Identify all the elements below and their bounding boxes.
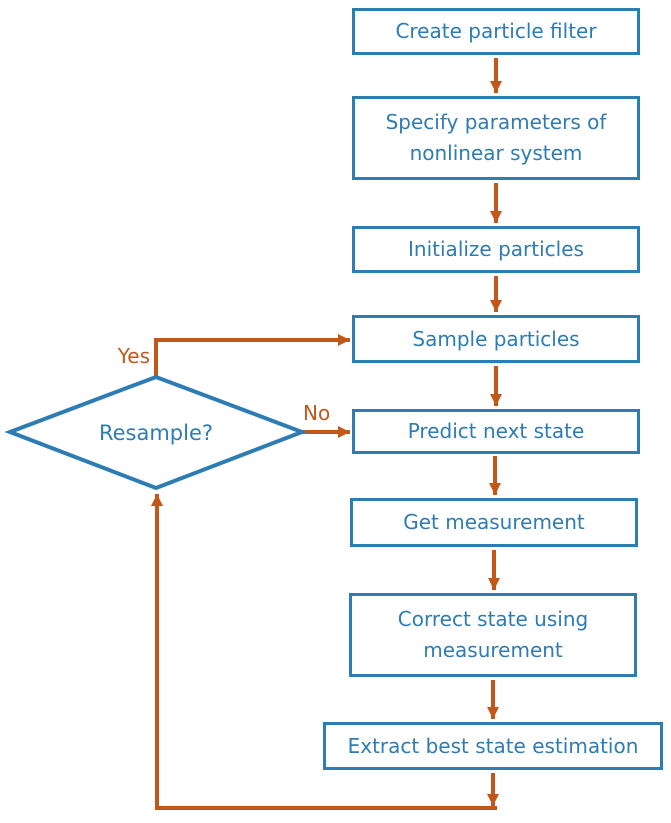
flow-step-initialize-particles: Initialize particles xyxy=(352,226,640,273)
flow-step-label: Specify parameters of nonlinear system xyxy=(385,110,607,165)
flow-step-create-particle-filter: Create particle filter xyxy=(352,8,640,55)
flow-step-label: Initialize particles xyxy=(408,237,584,261)
edge-label-yes: Yes xyxy=(117,344,150,368)
diamond-shape xyxy=(4,374,308,491)
edge-label-no: No xyxy=(303,401,331,425)
yes-arrow xyxy=(154,334,350,378)
flow-step-extract-best-state: Extract best state estimation xyxy=(323,722,663,770)
flow-step-label: Extract best state estimation xyxy=(347,733,639,758)
decision-resample: Resample? xyxy=(10,377,302,488)
flow-step-correct-state: Correct state using measurement xyxy=(349,593,637,677)
flow-step-label: Create particle filter xyxy=(395,19,597,43)
flow-step-sample-particles: Sample particles xyxy=(352,315,640,363)
flow-step-label: Predict next state xyxy=(407,419,585,443)
decision-label: Resample? xyxy=(98,420,214,445)
flow-step-label: Sample particles xyxy=(412,326,580,351)
flow-step-predict-next-state: Predict next state xyxy=(352,409,640,454)
flow-step-label: Get measurement xyxy=(403,510,585,534)
flow-step-get-measurement: Get measurement xyxy=(350,498,638,547)
flow-step-label: Correct state using measurement xyxy=(397,607,589,662)
loop-arrow xyxy=(151,494,497,810)
flow-step-specify-parameters: Specify parameters of nonlinear system xyxy=(352,96,640,180)
